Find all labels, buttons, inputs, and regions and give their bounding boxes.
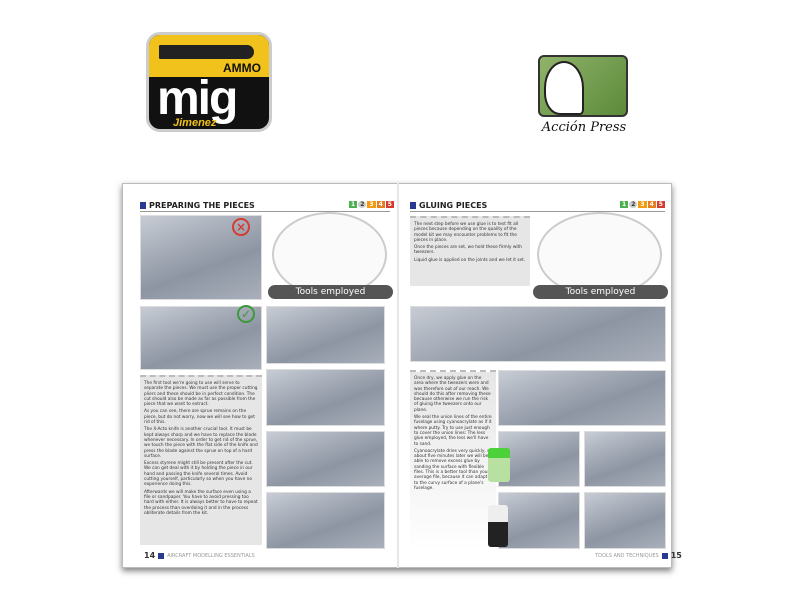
check-icon: ✓ xyxy=(237,305,255,323)
right-intro-box: The next step before we use glue is to t… xyxy=(410,216,530,286)
paragraph: As you can see, there are sprue remains … xyxy=(144,409,255,426)
paragraph: Excess styrene might still be present af… xyxy=(144,461,253,488)
paragraph: The first tool we're going to use will s… xyxy=(144,381,258,408)
right-text-box: Once dry, we apply glue on the area wher… xyxy=(410,370,496,550)
tools-circle xyxy=(537,212,662,297)
glue-bottle xyxy=(488,505,508,547)
right-page-title: GLUING PIECES xyxy=(410,201,487,210)
tools-employed-label: Tools employed xyxy=(268,285,393,299)
logo-ammo-text: AMMO xyxy=(223,61,261,75)
photo-step xyxy=(584,492,666,549)
photo-step xyxy=(584,431,666,487)
photo-step xyxy=(498,492,580,549)
paragraph: The next step before we use glue is to t… xyxy=(414,222,519,243)
glue-bottle xyxy=(488,448,510,482)
paragraph: Liquid glue is applied on the joints and… xyxy=(414,257,526,263)
wrong-icon: × xyxy=(232,218,250,236)
ammo-mig-logo: AMMO mig Jimenez xyxy=(146,32,272,132)
logo-jimenez-text: Jimenez xyxy=(173,117,217,129)
left-page-title: PREPARING THE PIECES xyxy=(140,201,255,210)
paragraph: Cyanoacrylate dries very quickly, so abo… xyxy=(414,448,492,491)
left-text-box: The first tool we're going to use will s… xyxy=(140,375,262,545)
photo-step xyxy=(266,369,385,426)
tools-employed-label: Tools employed xyxy=(533,285,668,299)
photo-step xyxy=(498,370,666,426)
book-spine xyxy=(397,183,399,568)
photo-fuselage xyxy=(410,306,666,362)
horse-icon xyxy=(544,61,584,115)
title-rule xyxy=(410,211,665,212)
tools-circle xyxy=(272,212,387,297)
title-rule xyxy=(140,211,390,212)
paragraph: Once the pieces are set, we hold these f… xyxy=(414,245,522,256)
paragraph: Once dry, we apply glue on the area wher… xyxy=(414,376,491,413)
photo-step xyxy=(498,431,580,487)
paragraph: We seal the union lines of the entire fu… xyxy=(414,415,492,447)
accion-press-text: Acción Press xyxy=(541,120,627,135)
photo-step xyxy=(266,431,385,487)
paragraph: The X-Acto knife is another crucial tool… xyxy=(144,427,258,459)
photo-step xyxy=(266,492,385,549)
logo-mig-text: mig xyxy=(157,72,238,125)
accion-press-logo xyxy=(538,55,628,117)
bullet-graphic xyxy=(159,45,254,59)
photo-step xyxy=(266,306,385,364)
paragraph: Afterwards we will make the surface even… xyxy=(144,489,258,516)
